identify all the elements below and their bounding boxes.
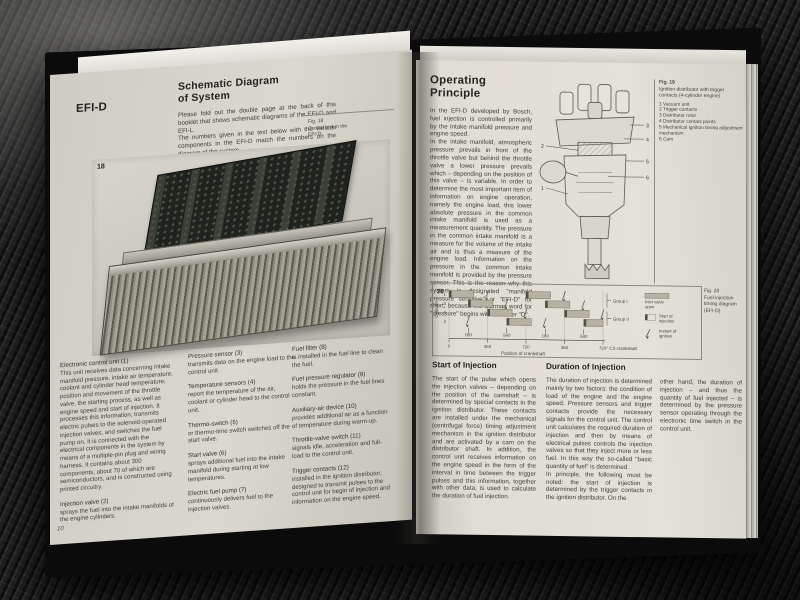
svg-text:180: 180 [465,332,473,337]
fig19-callout-6: 6 [646,175,649,181]
control-unit-heatsink [99,227,387,356]
component-item: Trigger contacts (12)installed in the ig… [292,461,392,507]
svg-text:720: 720 [522,344,530,349]
component-column-3: Fuel filter (8)is installed in the fuel … [292,339,392,514]
section-body: The duration of injection is determined … [546,376,652,503]
component-item: Temperature sensors (4)report the temper… [188,376,296,415]
component-body: installed in the ignition distributor, d… [292,469,390,507]
svg-text:0: 0 [448,343,451,348]
svg-text:2: 2 [444,319,447,324]
svg-text:Instant of: Instant of [659,328,677,333]
svg-text:Cylinder: Cylinder [434,300,439,317]
svg-text:Position of crankshaft: Position of crankshaft [501,351,546,357]
section-duration-of-injection: Duration of Injection The duration of in… [546,362,652,503]
fig19-caption-subtitle: Ignition distributor with trigger contac… [659,85,725,100]
fig19-callout-5: 5 [646,159,649,165]
svg-text:720° CS crankshaft: 720° CS crankshaft [599,346,638,352]
component-item: Electric fuel pump (7)continuously deliv… [188,483,296,514]
svg-text:360: 360 [484,344,492,349]
section-heading: Duration of Injection [546,361,626,372]
svg-text:Inlet valve: Inlet valve [645,299,665,304]
fig19-callout-3: 3 [646,123,649,129]
component-column-1: Electronic control unit (1)This unit rec… [60,354,174,531]
svg-text:ignition: ignition [659,333,673,338]
svg-text:Group I: Group I [613,299,628,304]
component-item: Throttle-valve switch (11)signals idle, … [292,430,392,461]
component-item: Start valve (6)sprays additional fuel in… [188,445,296,484]
fuel-injection-timing-chart: 1 3 4 2 180 540 180 540 0 360 720 360 720° CS cranks… [434,289,677,357]
svg-text:Group II: Group II [613,317,629,322]
component-item: Fuel filter (8)is installed in the fuel … [292,339,392,369]
left-page: EFI-D Schematic Diagram of System Please… [50,49,412,545]
svg-text:3: 3 [444,301,447,306]
page-stack-edge [744,63,758,539]
section-heading: Start of Injection [432,360,497,371]
fig18-number: 18 [97,163,105,171]
left-page-number: 10 [57,526,64,533]
fig19-drawing: 1 2 3 4 5 6 [538,76,652,284]
component-item: Auxiliary-air device (10)provides additi… [292,400,392,430]
section-continuation: other hand, the duration of injection – … [660,378,742,434]
svg-text:1: 1 [444,292,447,297]
fig20-chart: 1 3 4 2 180 540 180 540 0 360 720 360 720° CS cranks… [432,282,702,360]
fig19-callout-4: 4 [646,137,649,143]
component-body: This unit receives data concerning intak… [60,362,173,494]
fig19-legend-item: 6 Cam [659,137,674,143]
svg-text:open: open [645,304,655,309]
svg-text:4: 4 [444,310,447,315]
svg-text:360: 360 [561,345,569,350]
section-body: other hand, the duration of injection – … [660,378,742,433]
svg-text:540: 540 [503,333,511,338]
fig18-photo: 18 [92,139,390,357]
fig19-caption-rule [654,79,655,284]
page-tab-label: EFI-D [76,101,108,116]
fig19-callout-2: 2 [541,144,544,150]
ignition-distributor-illustration: 1 2 3 4 5 6 [539,83,649,280]
component-item: Electronic control unit (1)This unit rec… [60,354,174,494]
svg-text:180: 180 [542,333,550,338]
fig20-caption: Fig. 20 Fuel injection timing diagram (E… [704,288,737,314]
component-item: Thermo-switch (5)or thermo-time switch s… [188,414,296,445]
section-body: The start of the pulse which opens the i… [432,375,536,501]
section-start-of-injection: Start of Injection The start of the puls… [432,360,536,501]
right-page-title: Operating Principle [430,74,487,100]
component-item: Fuel pressure regulator (9)holds the pre… [292,370,392,400]
right-page: Operating Principle In the EFI-D develop… [416,60,746,539]
component-column-2: Pressure sensor (3)transmits data on the… [188,346,296,521]
component-item: Injection valve (2)sprays the fuel into … [60,493,174,524]
svg-text:20: 20 [437,289,444,295]
component-item: Pressure sensor (3)transmits data on the… [188,346,296,377]
svg-text:540: 540 [580,334,588,339]
left-section-title: Schematic Diagram of System [178,73,279,105]
fig19-caption: Fig. 19 Ignition distributor with trigge… [659,79,743,145]
svg-text:injection: injection [659,318,675,323]
fig19-callout-1: 1 [541,186,544,192]
svg-text:Start of: Start of [659,313,673,318]
